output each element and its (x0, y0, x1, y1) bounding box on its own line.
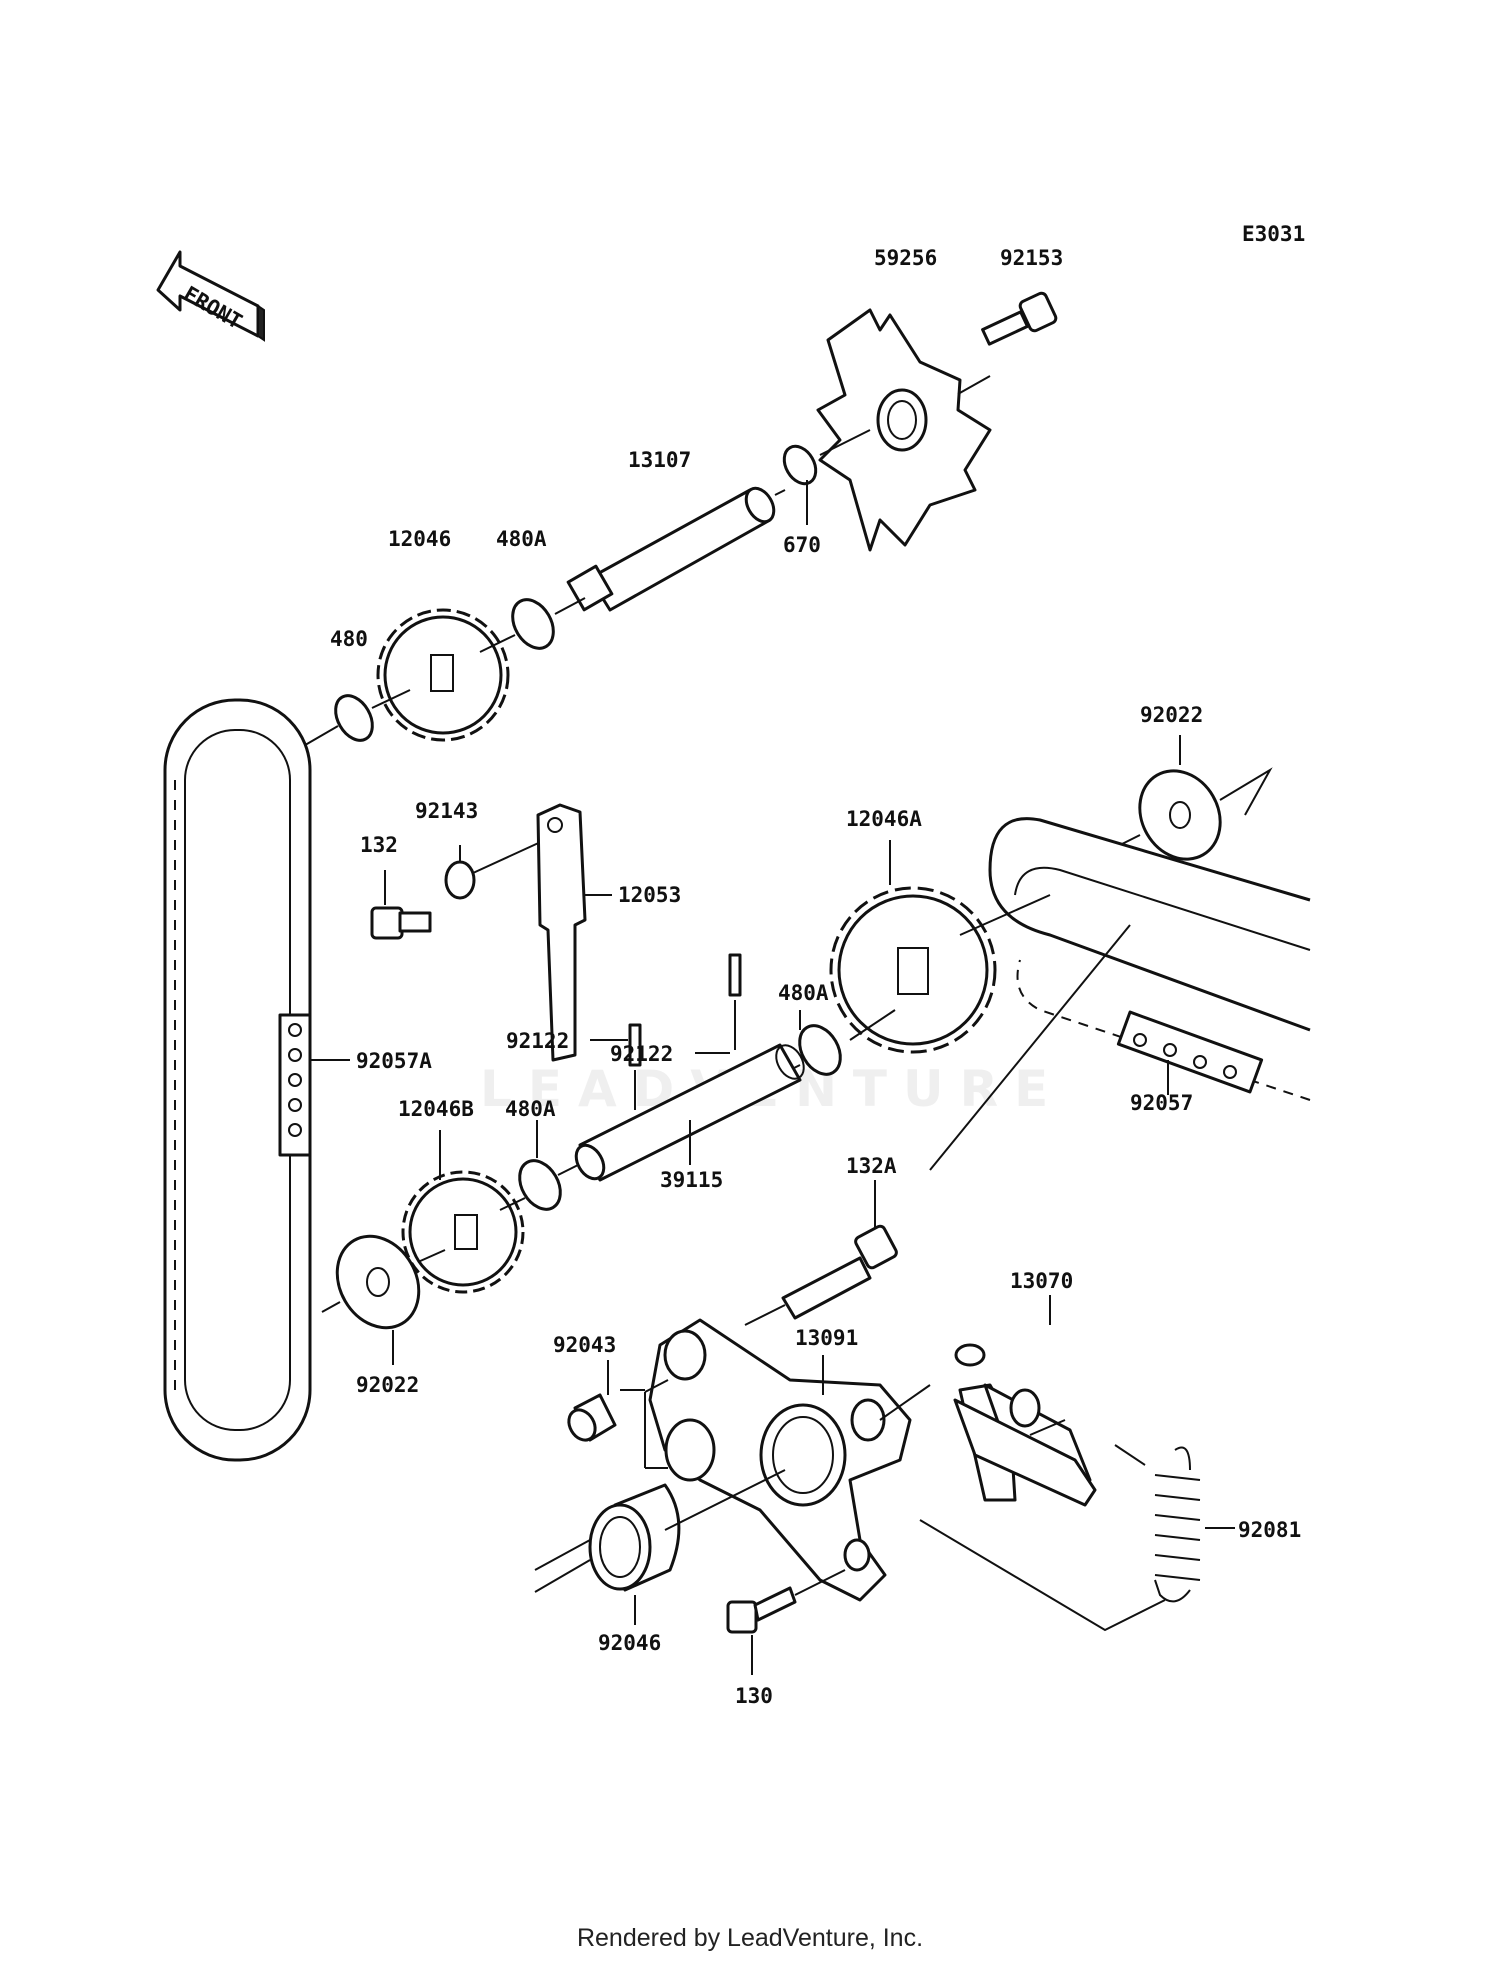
o-ring-670 (782, 444, 818, 486)
chain-links-92057A (278, 1013, 312, 1157)
sprocket-12046A (829, 886, 997, 1054)
callout-13070: 13070 (1010, 1269, 1073, 1293)
callout-92057: 92057 (1130, 1091, 1193, 1115)
pin-92122-a (728, 953, 742, 997)
pin-92122-b (628, 1023, 642, 1067)
callout-480A-top: 480A (496, 527, 547, 551)
callout-12046: 12046 (388, 527, 451, 551)
shaft-13107 (566, 486, 776, 612)
callout-480: 480 (330, 627, 368, 651)
collar-92143 (444, 860, 476, 900)
callout-670: 670 (783, 533, 821, 557)
callout-59256: 59256 (874, 246, 937, 270)
diagram-code: E3031 (1242, 222, 1305, 246)
spring-92081 (1154, 1446, 1201, 1603)
footer-credit: Rendered by LeadVenture, Inc. (576, 1924, 924, 1952)
needle-bearing-92046 (588, 1483, 681, 1592)
callout-132: 132 (360, 833, 398, 857)
callout-92153: 92153 (1000, 246, 1063, 270)
star-sprocket-59256 (816, 308, 992, 552)
chain-loop-right (988, 817, 1311, 1101)
callout-130: 130 (735, 1684, 773, 1708)
callout-92122-a: 92122 (610, 1042, 673, 1066)
circlip-480A-mid (798, 1024, 842, 1076)
sprocket-12046 (376, 608, 510, 742)
callout-12046A: 12046A (846, 807, 922, 831)
lever-12053 (536, 803, 587, 1062)
callout-92046: 92046 (598, 1631, 661, 1655)
callout-480A-low: 480A (505, 1097, 556, 1121)
callout-12046B: 12046B (398, 1097, 474, 1121)
circlip-480A-low (518, 1159, 562, 1211)
sprocket-12046B (401, 1170, 525, 1294)
circlip-480 (334, 694, 374, 742)
callout-13107: 13107 (628, 448, 691, 472)
callout-92022-left: 92022 (356, 1373, 419, 1397)
callout-92081: 92081 (1238, 1518, 1301, 1542)
chain-links-92057 (1116, 1010, 1264, 1094)
callout-92122-b: 92122 (506, 1029, 569, 1053)
bolt-130 (726, 1586, 797, 1634)
front-arrow-icon: FRONT (156, 250, 265, 342)
shaft-39115 (574, 1043, 805, 1182)
circlip-480A-top (511, 598, 555, 650)
callout-92057A: 92057A (356, 1049, 432, 1073)
washer-92022-right (1138, 769, 1222, 861)
slider-13070 (953, 1343, 1097, 1507)
callout-92143: 92143 (415, 799, 478, 823)
callout-13091: 13091 (795, 1326, 858, 1350)
bushing-92043 (567, 1393, 617, 1442)
callout-132A: 132A (846, 1154, 897, 1178)
tensioner-arm-13091 (648, 1318, 912, 1602)
bolt-92153 (981, 291, 1058, 346)
callout-12053: 12053 (618, 883, 681, 907)
washer-92022-left (335, 1234, 421, 1330)
callout-480A-mid: 480A (778, 981, 829, 1005)
callout-39115: 39115 (660, 1168, 723, 1192)
callout-92043: 92043 (553, 1333, 616, 1357)
bolt-132A (781, 1224, 898, 1320)
callout-92022-right: 92022 (1140, 703, 1203, 727)
bolt-132 (370, 906, 432, 940)
